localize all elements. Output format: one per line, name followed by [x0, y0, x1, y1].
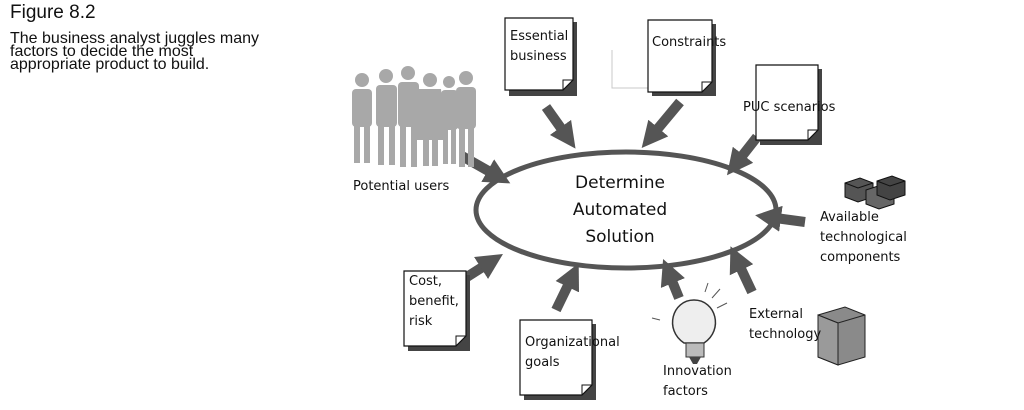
factor-label-line: Innovation [663, 364, 732, 379]
central-process-label: Determine Automated Solution [540, 170, 700, 251]
arrow-organizational-goals [551, 263, 580, 313]
factor-label-line: Cost, [409, 274, 443, 289]
factor-label-line: Essential [510, 29, 569, 44]
factor-label-line: components [820, 250, 901, 265]
figure-title: Figure 8.2 [10, 2, 96, 23]
factor-label-line: business [510, 49, 567, 64]
factor-label-line: Organizational [525, 335, 620, 350]
factor-innovation: Innovation factors [663, 362, 732, 402]
factor-organizational-goals: Organizational goals [525, 333, 620, 373]
arrow-potential-users [459, 151, 511, 184]
factor-puc-scenarios: PUC scenarios [743, 98, 835, 118]
central-label-line: Solution [585, 227, 655, 247]
central-label-line: Determine [575, 173, 665, 193]
factor-constraints: Constraints [652, 33, 726, 53]
figure-description-line: factors to decide the most [10, 43, 194, 60]
people-silhouettes-icon [352, 66, 476, 167]
figure-description: The business analyst juggles many factor… [10, 30, 330, 73]
factor-cost-benefit-risk: Cost, benefit, risk [409, 272, 459, 332]
factor-label-line: technological [820, 230, 907, 245]
factor-label-line: risk [409, 314, 433, 329]
technology-cube-icon [817, 306, 866, 366]
document-icon [519, 319, 596, 400]
arrow-external-technology [729, 246, 757, 295]
factor-external-technology: External technology [749, 305, 821, 345]
document-icon [755, 64, 822, 145]
boxes-icon [844, 175, 906, 210]
factor-label-line: External [749, 307, 803, 322]
arrow-innovation [660, 258, 685, 300]
factor-label-line: benefit, [409, 294, 459, 309]
factor-essential-business: Essential business [510, 27, 568, 67]
document-icon [647, 19, 716, 96]
factor-label-line: PUC scenarios [743, 100, 836, 115]
factor-label-line: Constraints [652, 35, 727, 50]
factor-label-line: factors [663, 384, 708, 399]
document-icon [504, 17, 577, 96]
arrow-constraints [641, 98, 684, 148]
central-label-line: Automated [572, 200, 668, 220]
document-icon [403, 270, 470, 351]
factor-available-components: Available technological components [820, 208, 907, 268]
factor-label-line: Potential users [353, 179, 450, 194]
arrow-available-components [755, 205, 806, 232]
factor-label-line: goals [525, 355, 560, 370]
figure-caption: Figure 8.2 The business analyst juggles … [10, 2, 330, 73]
figure-description-line: The business analyst juggles many [10, 30, 260, 47]
factor-label-line: technology [749, 327, 822, 342]
arrow-essential-business [541, 104, 576, 149]
factor-label-line: Available [820, 210, 879, 225]
light-bulb-icon [651, 282, 728, 364]
figure-description-line: appropriate product to build. [10, 56, 210, 73]
arrow-puc-scenarios [726, 133, 761, 176]
factor-potential-users: Potential users [353, 177, 449, 197]
